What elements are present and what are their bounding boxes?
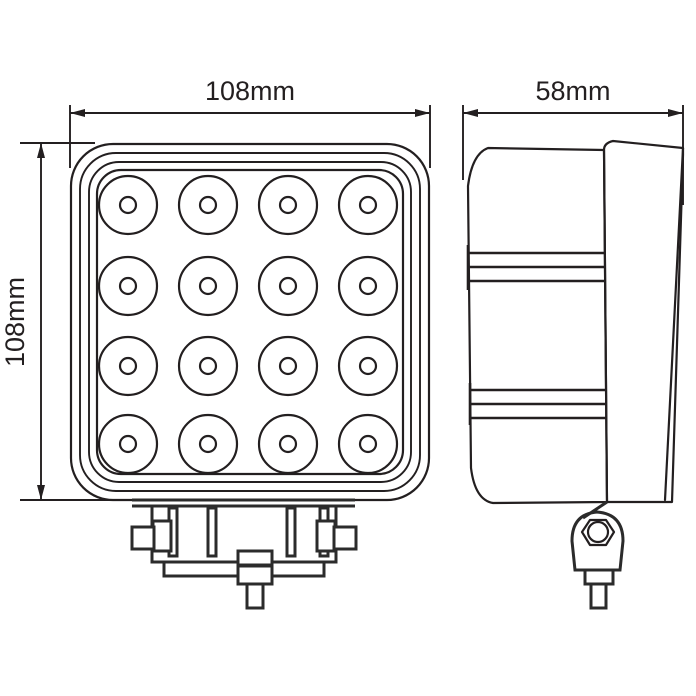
- bolt-collar: [583, 568, 615, 586]
- side-housing-body: [466, 146, 609, 505]
- led-inner-core: [198, 276, 218, 296]
- arrowhead-top: [37, 143, 45, 158]
- led-module: [337, 413, 399, 475]
- led-inner-core: [118, 434, 138, 454]
- led-module: [177, 335, 239, 397]
- bezel-middle-rect: [79, 152, 421, 492]
- side-lens-panel: [602, 139, 685, 504]
- led-inner-core: [278, 356, 298, 376]
- led-inner-core: [198, 195, 218, 215]
- led-inner-core: [118, 356, 138, 376]
- led-module: [177, 413, 239, 475]
- dimension-label-depth: 58mm: [535, 76, 610, 106]
- arrowhead-right: [668, 109, 683, 117]
- led-module: [257, 335, 319, 397]
- hex-nut-outline: [580, 518, 616, 547]
- led-inner-core: [118, 195, 138, 215]
- bolt-shaft: [245, 582, 265, 610]
- led-inner-core: [358, 276, 378, 296]
- front-height-extension-lines: [20, 142, 110, 501]
- led-module: [337, 174, 399, 236]
- bezel-lens-rect: [95, 168, 405, 476]
- led-module: [257, 174, 319, 236]
- led-inner-core: [278, 276, 298, 296]
- front-mounting-bracket: [130, 498, 358, 610]
- led-module: [257, 255, 319, 317]
- heat-sink-band-lower: [468, 383, 606, 425]
- led-module: [177, 174, 239, 236]
- side-depth-extension-lines: [462, 105, 684, 205]
- led-inner-core: [118, 276, 138, 296]
- lens-panel-edge: [663, 146, 685, 502]
- bracket-pivot-cap-right: [332, 525, 358, 551]
- led-inner-core: [278, 195, 298, 215]
- dimension-height-108mm: [37, 143, 45, 500]
- bolt-shaft: [589, 582, 608, 610]
- dimension-label-height: 108mm: [0, 277, 30, 367]
- led-module: [337, 335, 399, 397]
- arrowhead-left: [70, 109, 85, 117]
- led-inner-core: [198, 356, 218, 376]
- front-width-extension-lines: [69, 105, 431, 168]
- led-module: [97, 255, 159, 317]
- side-mounting-bracket: [570, 500, 625, 610]
- led-inner-core: [358, 356, 378, 376]
- dimension-depth-58mm: [463, 109, 683, 117]
- dimension-width-108mm: [70, 109, 430, 117]
- led-array: [97, 174, 399, 475]
- side-view-group: 58mm: [462, 76, 685, 610]
- bracket-arm: [582, 500, 608, 520]
- lens-panel-outline: [602, 139, 685, 504]
- bracket-slot: [206, 506, 218, 558]
- dimension-label-width: 108mm: [205, 76, 295, 106]
- heat-sink-band-upper: [466, 245, 605, 290]
- led-inner-core: [358, 434, 378, 454]
- led-module: [97, 335, 159, 397]
- bracket-slot: [285, 506, 297, 558]
- arrowhead-right: [415, 109, 430, 117]
- bracket-pivot-cap-left: [130, 525, 156, 551]
- led-module: [177, 255, 239, 317]
- led-inner-core: [278, 434, 298, 454]
- arrowhead-left: [463, 109, 478, 117]
- bolt-head: [236, 549, 274, 567]
- bezel-inner-rect: [88, 161, 412, 483]
- led-module: [257, 413, 319, 475]
- front-view-group: 108mm 108mm: [0, 76, 431, 610]
- housing-outline: [466, 146, 609, 505]
- bracket-pivot-boss-right: [315, 519, 337, 553]
- arrowhead-bottom: [37, 485, 45, 500]
- led-inner-core: [358, 195, 378, 215]
- front-housing-bezel: [69, 142, 431, 502]
- led-module: [97, 413, 159, 475]
- led-inner-core: [198, 434, 218, 454]
- led-module: [337, 255, 399, 317]
- bracket-pivot-boss-left: [151, 519, 173, 553]
- hex-nut-bore: [586, 520, 610, 544]
- bolt-collar: [236, 564, 274, 586]
- led-module: [97, 174, 159, 236]
